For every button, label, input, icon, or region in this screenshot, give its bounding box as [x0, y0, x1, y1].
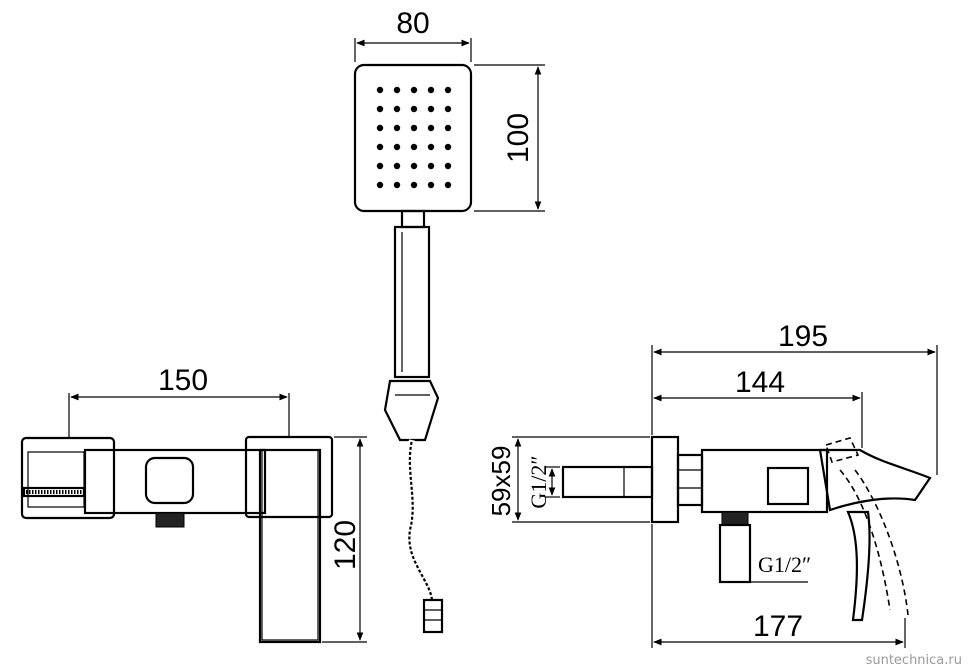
nozzle-dot: [393, 162, 401, 170]
shower-neck: [400, 209, 426, 229]
hose-end-nut: [422, 598, 444, 634]
nozzle-dot: [444, 143, 452, 151]
shower-handle: [393, 225, 431, 379]
nozzle-dot: [427, 124, 435, 132]
nozzle-dot: [410, 86, 418, 94]
nozzle-dot: [427, 143, 435, 151]
nozzle-dot: [427, 86, 435, 94]
bottom-thread: [155, 512, 185, 528]
nozzle-dot: [376, 162, 384, 170]
nozzle-dot: [376, 143, 384, 151]
nozzle-dot: [410, 124, 418, 132]
nozzle-dot: [427, 181, 435, 189]
left-handle-block: [20, 436, 116, 520]
nozzle-dot: [410, 143, 418, 151]
nozzle-dot: [444, 124, 452, 132]
nozzle-dot: [444, 162, 452, 170]
shower-holder: [383, 379, 440, 442]
dim-head-width: 80: [396, 7, 429, 40]
nozzle-dot: [444, 86, 452, 94]
nozzle-dot: [376, 86, 384, 94]
nozzle-dot: [393, 181, 401, 189]
nozzle-dot: [393, 143, 401, 151]
wall-flange: [650, 435, 680, 524]
center-button: [144, 456, 195, 505]
nozzle-dot: [376, 124, 384, 132]
inlet-pipe: [561, 465, 654, 499]
nozzle-dot: [410, 162, 418, 170]
side-body: [700, 448, 829, 514]
dim-body-height: 120: [329, 520, 362, 570]
nozzle-dot: [427, 105, 435, 113]
nozzle-dot: [444, 181, 452, 189]
bottom-outlet-pipe: [718, 523, 752, 584]
nozzle-dot: [444, 105, 452, 113]
thread-label-left: G1/2″: [526, 455, 551, 508]
dim-total-length: 195: [778, 320, 828, 353]
dim-flange-size: 59x59: [486, 446, 516, 517]
shower-nozzle-grid: [376, 86, 452, 189]
spout: [818, 448, 932, 512]
mixer-front-view: 150 120: [20, 364, 367, 644]
thread-label-bottom: G1/2″: [758, 552, 811, 577]
dim-body-width: 150: [158, 364, 208, 397]
nozzle-dot: [376, 105, 384, 113]
connection-nut: [676, 453, 704, 507]
nozzle-dot: [393, 124, 401, 132]
nozzle-dot: [376, 181, 384, 189]
dim-spout-length: 144: [735, 366, 785, 399]
right-spout-block: [258, 448, 322, 644]
dim-head-height: 100: [502, 113, 535, 163]
shower-head-outline: [353, 63, 473, 213]
nozzle-dot: [393, 105, 401, 113]
lever: [846, 510, 871, 622]
hand-shower-view: 80 100: [353, 7, 545, 634]
nozzle-dot: [410, 105, 418, 113]
spout-rotation-path: [839, 469, 891, 611]
mixer-side-view: 195 144 177 59x59 G1/2″ G1/2″: [486, 320, 938, 648]
nozzle-dot: [393, 86, 401, 94]
dim-base-length: 177: [753, 610, 803, 643]
watermark: suntechnica.ru: [866, 653, 962, 668]
nozzle-dot: [427, 162, 435, 170]
nozzle-dot: [410, 181, 418, 189]
